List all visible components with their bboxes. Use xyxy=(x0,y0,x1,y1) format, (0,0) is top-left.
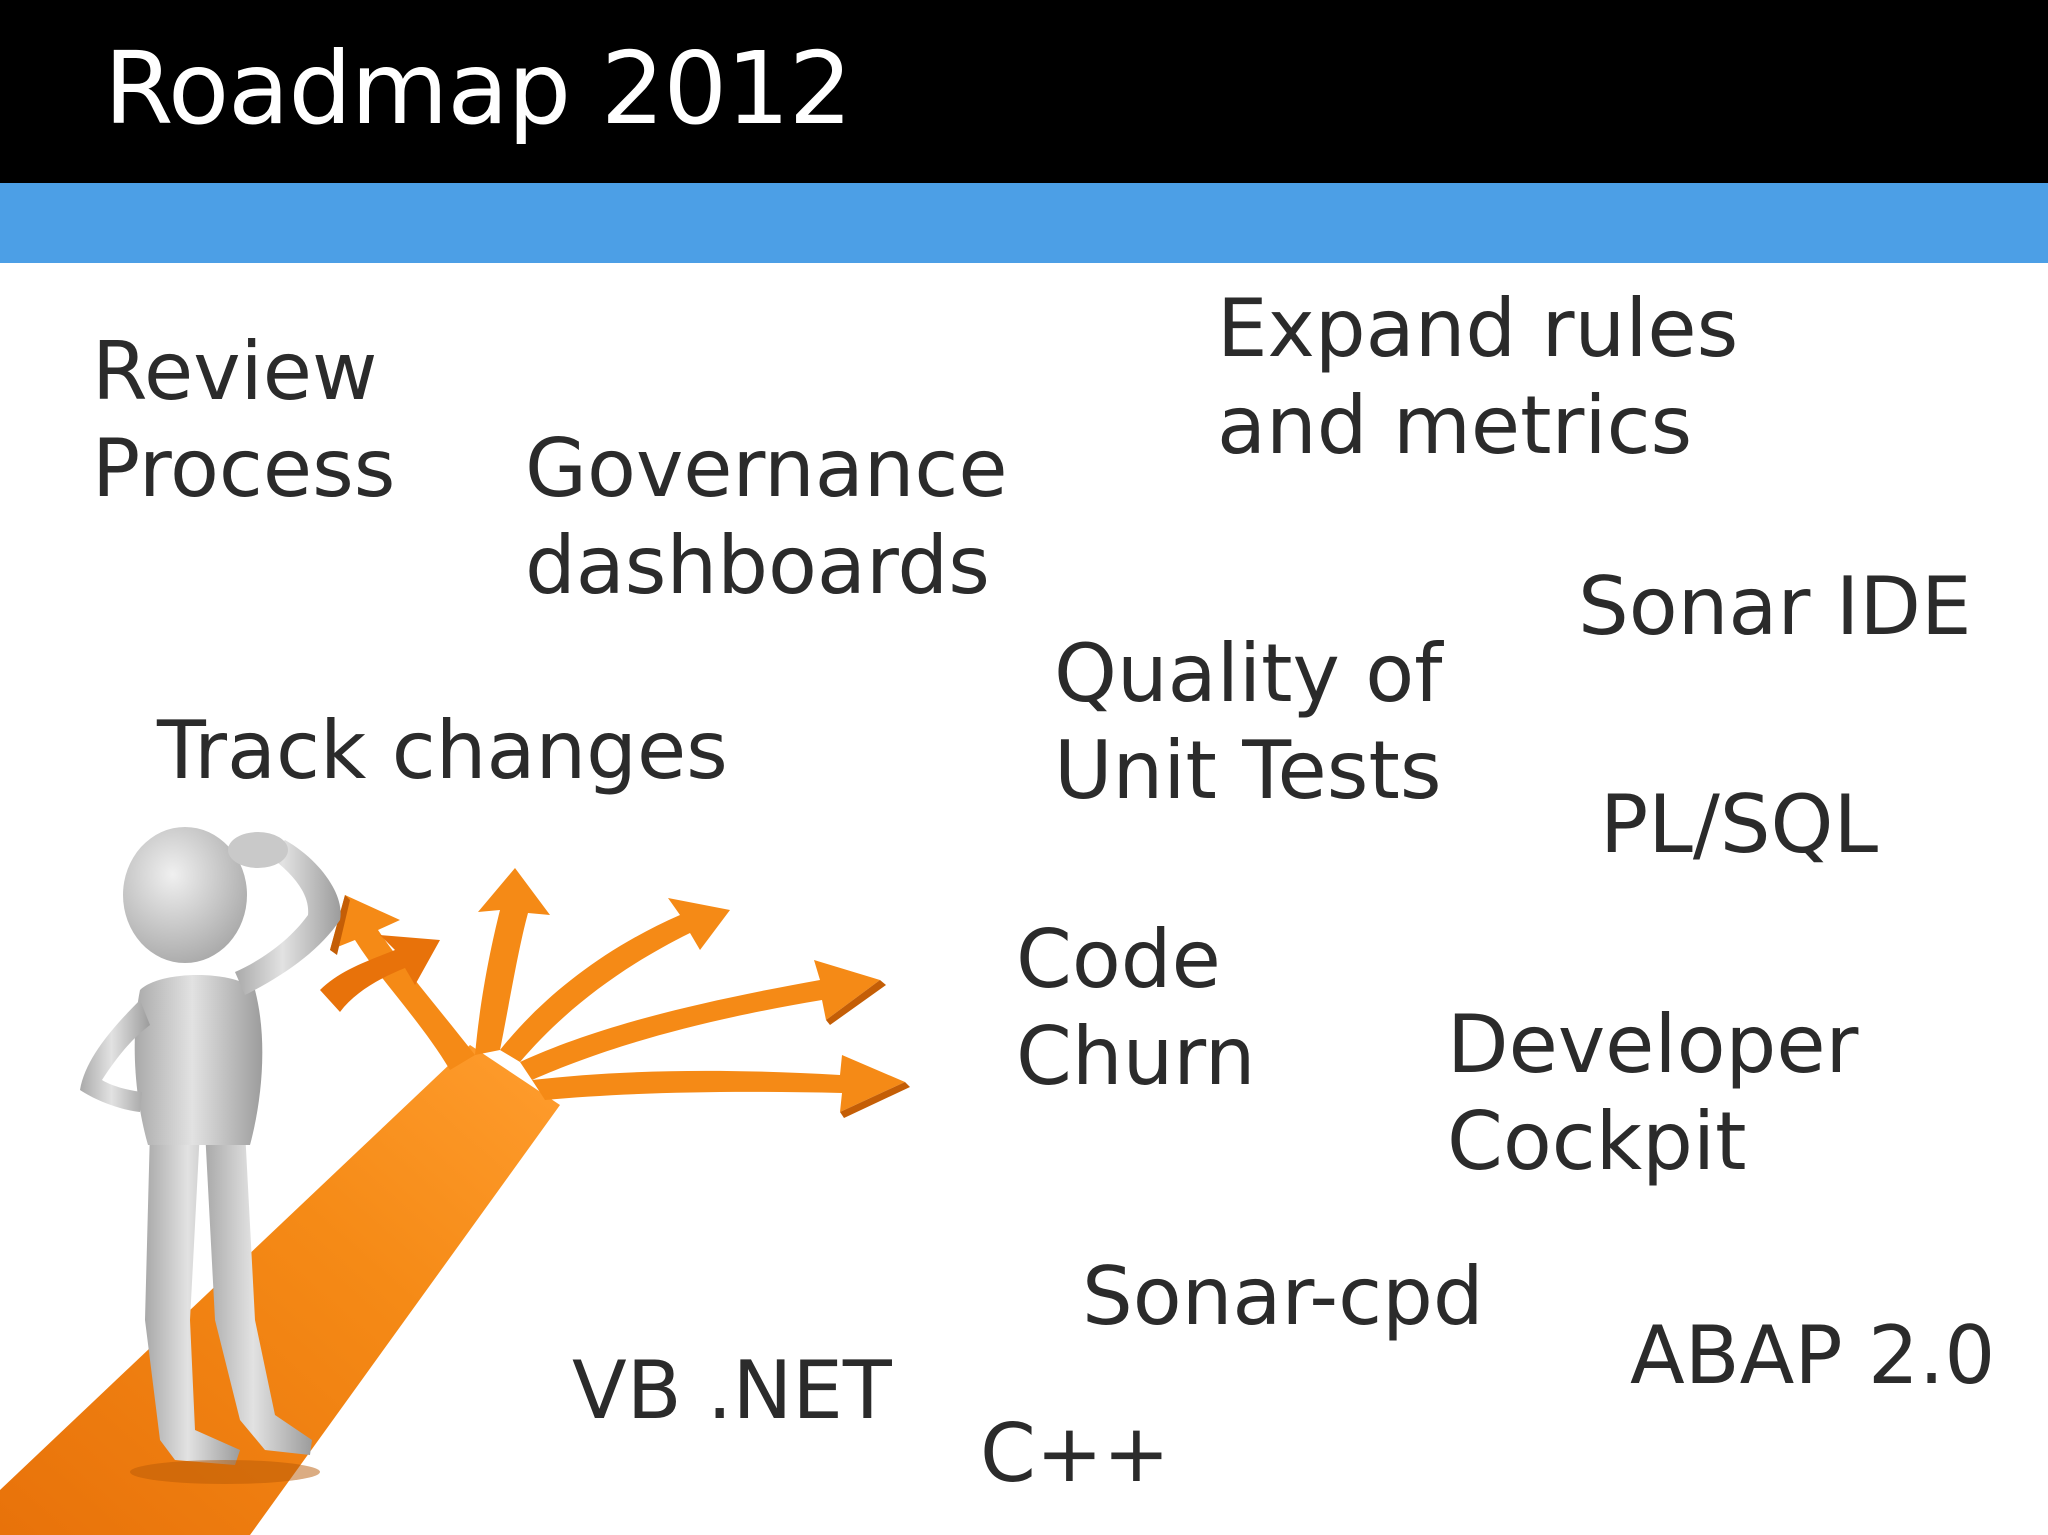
topic-abap: ABAP 2.0 xyxy=(1630,1309,1996,1402)
topic-governance-dashboards: Governance dashboards xyxy=(525,420,1008,614)
topic-line: Expand rules xyxy=(1217,282,1739,375)
title-bar: Roadmap 2012 xyxy=(0,0,2048,183)
topic-sonar-ide: Sonar IDE xyxy=(1578,560,1972,653)
thinking-figure xyxy=(80,827,341,1484)
topic-line: Code xyxy=(1016,913,1221,1006)
topic-cpp: C++ xyxy=(980,1407,1170,1500)
topic-line: dashboards xyxy=(525,519,990,612)
topic-vb-net: VB .NET xyxy=(572,1344,892,1437)
topic-pl-sql: PL/SQL xyxy=(1600,778,1879,871)
topic-code-churn: Code Churn xyxy=(1016,911,1255,1105)
topic-line: Developer xyxy=(1447,998,1859,1091)
slide-title: Roadmap 2012 xyxy=(104,30,852,147)
orange-road xyxy=(0,868,910,1535)
topic-developer-cockpit: Developer Cockpit xyxy=(1447,996,1858,1190)
topic-line: Quality of xyxy=(1054,627,1443,720)
topic-expand-rules: Expand rules and metrics xyxy=(1217,280,1738,474)
topic-line: Churn xyxy=(1016,1010,1256,1103)
topic-line: Cockpit xyxy=(1447,1095,1747,1188)
accent-bar xyxy=(0,183,2048,263)
topic-sonar-cpd: Sonar-cpd xyxy=(1082,1250,1484,1343)
topic-review-process: Review Process xyxy=(92,323,395,517)
topic-line: and metrics xyxy=(1217,379,1693,472)
topic-line: Governance xyxy=(525,422,1008,515)
topic-line: Unit Tests xyxy=(1054,724,1442,817)
topic-track-changes: Track changes xyxy=(157,704,728,797)
topic-line: Process xyxy=(92,422,396,515)
topic-quality-unit-tests: Quality of Unit Tests xyxy=(1054,625,1442,819)
topic-line: Review xyxy=(92,325,378,418)
crossroads-thinking-figure-icon xyxy=(0,827,910,1535)
